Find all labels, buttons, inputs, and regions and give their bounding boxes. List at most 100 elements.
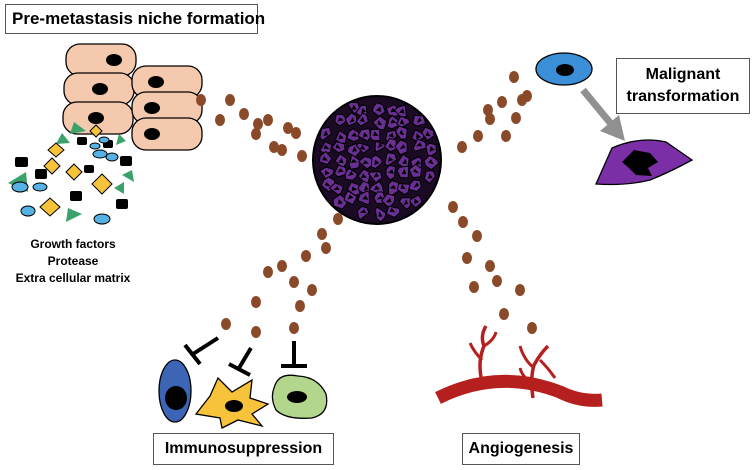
vesicle-dot	[483, 104, 493, 116]
tumor-cell-nucleus	[388, 143, 395, 149]
immunosuppression-label: Immunosuppression	[153, 433, 334, 465]
secreted-molecules-cluster	[8, 122, 134, 225]
tumor-cell-nucleus	[337, 168, 344, 173]
vesicle-dot	[263, 266, 273, 278]
inhibition-icon	[183, 336, 220, 366]
tumor-cell-nucleus	[322, 156, 328, 161]
purple-malignant-cell-icon	[595, 139, 694, 186]
tumor-cell-nucleus	[362, 160, 369, 165]
tumor-cell-nucleus	[402, 158, 407, 164]
factor-growth-factors: Growth factors	[30, 237, 116, 251]
vesicle-dot	[196, 94, 206, 106]
protease-diamond-icon	[43, 157, 61, 175]
tumor-cell-nucleus	[360, 144, 366, 150]
tumor-cell-nucleus	[359, 116, 365, 123]
tumor-cell-nucleus	[347, 194, 354, 200]
vesicle-dot	[295, 300, 305, 312]
vesicle-dot	[251, 128, 261, 140]
epithelial-cells-icon	[62, 43, 203, 151]
ecm-square-icon	[77, 137, 87, 145]
tumor-cell-nucleus	[337, 117, 344, 122]
protease-diamond-icon	[65, 163, 83, 181]
tumor-cell-nucleus	[413, 182, 420, 188]
vesicle-dot	[307, 284, 317, 296]
tumor-cell-nucleus	[349, 117, 355, 123]
vesicle-dot	[469, 281, 479, 293]
tumor-cell	[344, 112, 358, 127]
tumor-cell-nucleus	[372, 131, 379, 136]
tumor-cell-nucleus	[388, 132, 394, 138]
transformation-arrow-icon	[580, 87, 625, 141]
tumor-cell-nucleus	[359, 209, 367, 214]
oval-molecule-icon	[20, 205, 36, 217]
tumor-cell-nucleus	[324, 170, 330, 176]
vesicle-dot	[297, 150, 307, 162]
tumor-cell-nucleus	[362, 132, 369, 138]
tumor-cell-nucleus	[413, 168, 419, 174]
malignant-transformation-label: Malignant transformation	[616, 58, 750, 114]
tumor-cell-nucleus	[375, 106, 382, 112]
vesicle-dot	[515, 284, 525, 296]
ecm-square-icon	[70, 191, 82, 201]
tumor-cell-nucleus	[373, 172, 380, 178]
protease-diamond-icon	[47, 142, 65, 158]
vesicle-dot	[269, 141, 279, 153]
vesicle-dot	[509, 71, 519, 83]
tumor-cell-nucleus	[378, 211, 383, 217]
vesicle-dot	[253, 118, 263, 130]
tumor-cell-nucleus	[338, 158, 344, 164]
angiogenesis-label: Angiogenesis	[462, 433, 580, 465]
vesicle-dot	[251, 296, 261, 308]
tumor-cell-nucleus	[333, 186, 340, 190]
tumor-cell-nucleus	[428, 173, 433, 179]
growth-factor-triangle-icon	[56, 133, 70, 144]
tumor-cell-nucleus	[389, 185, 396, 189]
oval-molecule-icon	[32, 182, 48, 192]
vesicle-dot	[289, 322, 299, 334]
vesicle-dot	[499, 308, 509, 320]
ecm-square-icon	[120, 156, 132, 166]
tumor-cell-nucleus	[351, 104, 357, 110]
immune-cell-icon	[158, 359, 192, 423]
growth-factor-triangle-icon	[70, 122, 86, 134]
immune-cell-icon	[271, 374, 328, 419]
oval-molecule-icon	[105, 152, 119, 162]
vesicle-dot	[263, 114, 273, 126]
vesicle-dot	[283, 122, 293, 134]
tumor-cell-nucleus	[400, 184, 406, 190]
vesicle-dot	[301, 250, 311, 262]
vesicle-dot	[289, 276, 299, 288]
tumor-cell-nucleus	[324, 181, 331, 187]
vesicle-dot	[517, 94, 527, 106]
oval-molecule-icon	[93, 213, 111, 225]
tumor-cell-nucleus	[385, 197, 392, 203]
ecm-square-icon	[84, 165, 94, 173]
vesicle-dot	[527, 322, 537, 334]
vesicle-dot	[215, 114, 225, 126]
vesicle-dot	[457, 141, 467, 153]
vesicle-dot	[458, 216, 468, 228]
tumor-cell-nucleus	[377, 120, 383, 126]
inhibition-icon	[228, 346, 253, 377]
protease-diamond-icon	[89, 124, 103, 138]
tumor-cell-nucleus	[374, 159, 380, 166]
tumor-cell-nucleus	[361, 173, 367, 178]
malignant-label-line1: Malignant	[645, 66, 721, 83]
tumor-cell-nucleus	[399, 108, 405, 114]
tumor-cell	[394, 139, 408, 156]
tumor-cell-nucleus	[401, 168, 407, 175]
tumor-cell-nucleus	[377, 142, 383, 149]
growth-factor-triangle-icon	[114, 182, 124, 194]
immune-cells-group	[158, 336, 328, 429]
tumor-cell-nucleus	[399, 119, 405, 125]
vesicle-dot	[485, 260, 495, 272]
vesicle-dot	[511, 112, 521, 124]
tumor-cell-nucleus	[425, 131, 431, 137]
tumor-cell-nucleus	[376, 195, 384, 200]
niche-label: Pre-metastasis niche formation	[5, 4, 265, 34]
tumor-icon	[312, 95, 442, 225]
tumor-cell-nucleus	[374, 185, 380, 191]
inhibition-icon	[281, 341, 307, 368]
tumor-cell	[356, 206, 370, 221]
tumor-cell-nucleus	[323, 144, 330, 150]
